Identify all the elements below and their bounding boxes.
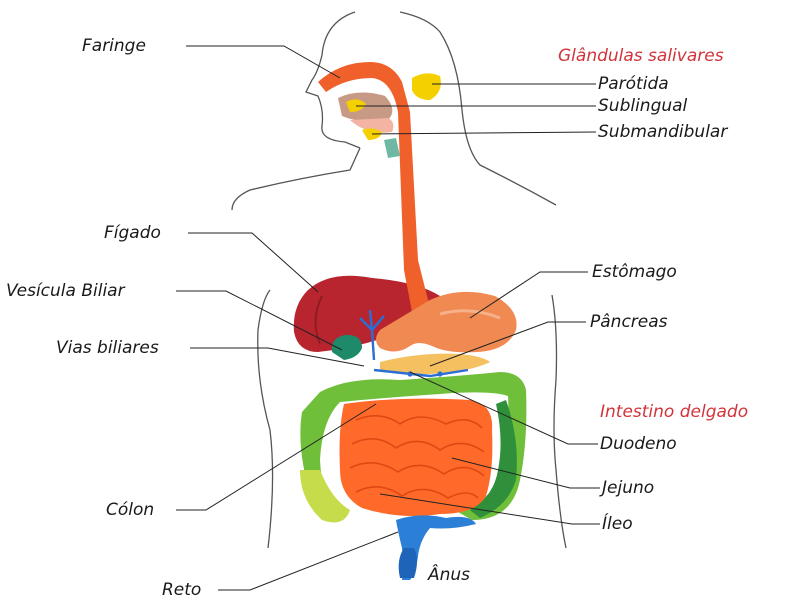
- label-reto: Reto: [162, 580, 202, 600]
- bile-ducts: [359, 309, 469, 378]
- leader-submandibular: [371, 131, 597, 135]
- small-intestine-shape: [339, 398, 493, 516]
- stomach-shape: [376, 291, 517, 353]
- anus-shape: [398, 548, 417, 578]
- leader-estomago: [469, 271, 588, 319]
- esophagus-shape: [318, 62, 432, 312]
- label-vesicula-biliar: Vesícula Biliar: [6, 281, 125, 301]
- label-submandibular: Submandibular: [598, 122, 728, 142]
- label-vias-biliares: Vias biliares: [56, 338, 159, 358]
- liver-shape: [293, 275, 440, 352]
- descending-colon-shading: [470, 400, 517, 518]
- label-faringe: Faringe: [82, 36, 146, 56]
- leader-jejuno: [451, 457, 600, 489]
- leader-figado: [188, 232, 319, 293]
- label-pancreas: Pâncreas: [590, 312, 668, 332]
- label-jejuno: Jejuno: [602, 478, 655, 498]
- leader-ileo: [379, 493, 600, 525]
- stomach-highlight: [439, 309, 501, 320]
- body-outline: [231, 11, 567, 549]
- label-parotida: Parótida: [598, 74, 669, 94]
- cecum-shape: [300, 470, 350, 523]
- leader-lines: [176, 45, 600, 591]
- submandibular-gland-shape: [362, 128, 382, 140]
- mouth-floor-shape: [350, 118, 394, 133]
- leader-colon: [176, 403, 377, 511]
- bile-duct-node: [437, 371, 443, 377]
- leader-duodeno: [409, 371, 598, 445]
- leader-reto: [218, 531, 399, 591]
- liver-lobe-line: [314, 295, 323, 345]
- label-sublingual: Sublingual: [598, 96, 688, 116]
- leader-vesicula: [176, 290, 343, 351]
- leader-pancreas: [429, 321, 586, 367]
- tongue-shape: [338, 92, 393, 122]
- label-anus: Ânus: [428, 565, 471, 585]
- label-glandulas-salivares: Glândulas salivares: [558, 46, 724, 66]
- label-duodeno: Duodeno: [600, 434, 677, 454]
- label-ileo: Íleo: [602, 514, 633, 534]
- label-colon: Cólon: [106, 500, 155, 520]
- gallbladder-shape: [331, 334, 362, 360]
- trachea-shape: [384, 138, 400, 158]
- intestine-folds: [349, 415, 485, 499]
- leader-faringe: [186, 45, 341, 79]
- label-estomago: Estômago: [592, 262, 677, 282]
- label-intestino-delgado: Intestino delgado: [600, 402, 749, 422]
- parotid-gland-shape: [412, 73, 441, 100]
- label-figado: Fígado: [104, 223, 161, 243]
- leader-vias: [190, 347, 365, 367]
